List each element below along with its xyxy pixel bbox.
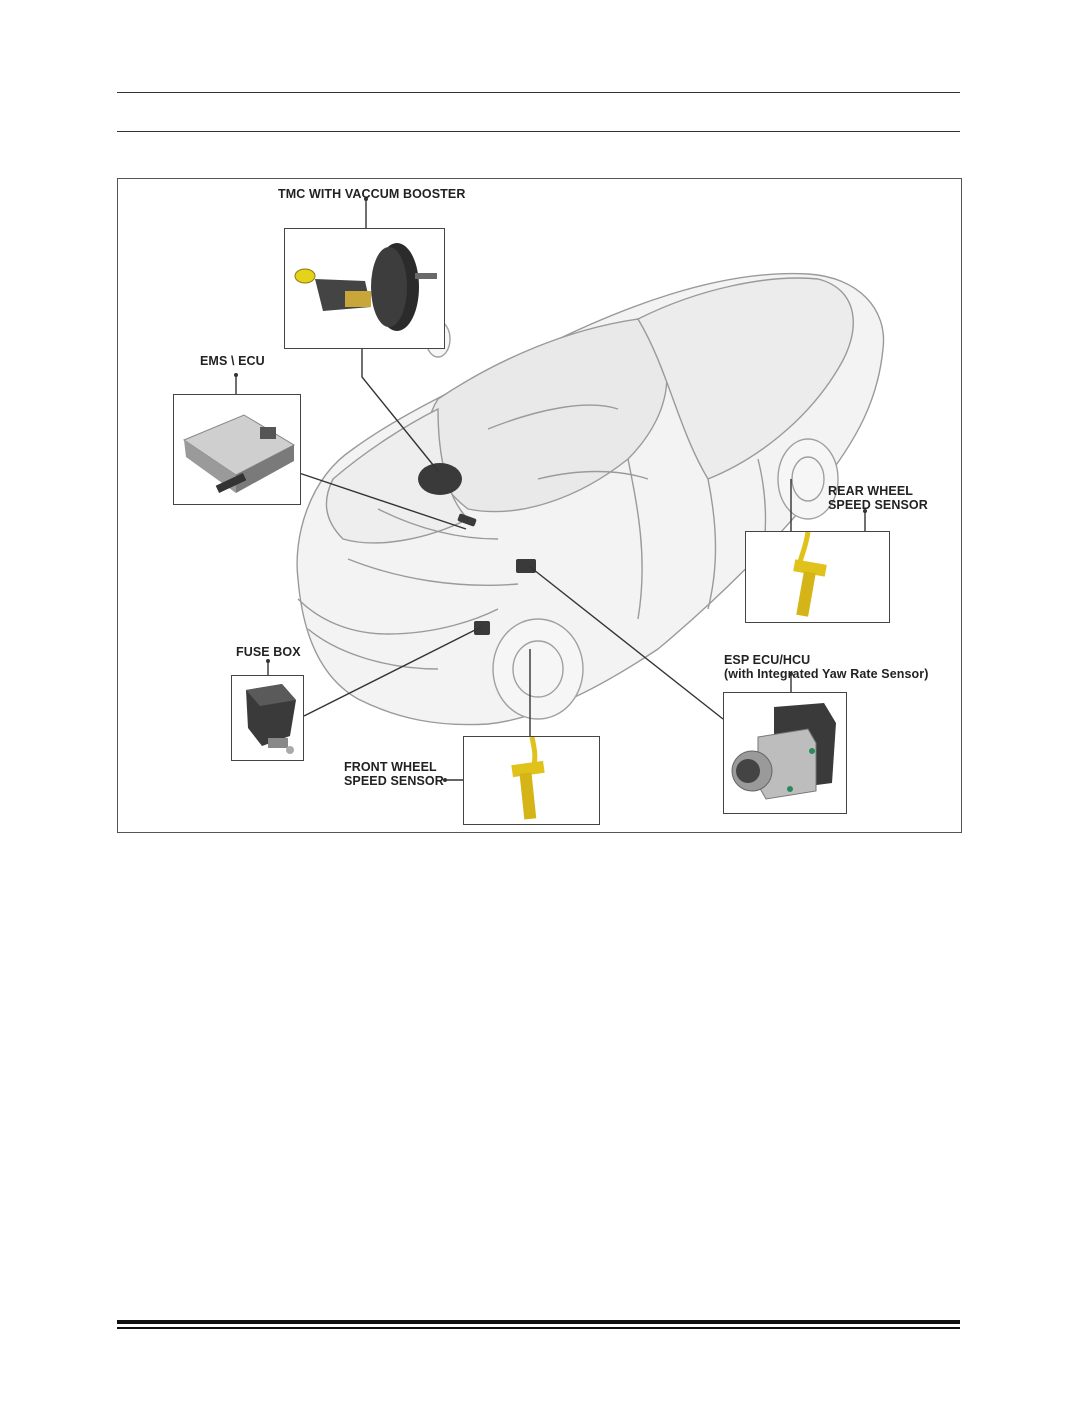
- header-rule-top: [117, 92, 960, 93]
- footer-rule-thick: [117, 1320, 960, 1324]
- rear-wheel-line2: SPEED SENSOR: [828, 498, 928, 512]
- ems-ecu-inset: [173, 394, 301, 505]
- front-wheel-speed-sensor-inset: [463, 736, 600, 825]
- esp-hcu-icon: [731, 703, 836, 800]
- esp-ecu-hcu-inset: [723, 692, 847, 814]
- front-sensor-icon: [511, 737, 545, 820]
- rear-wheel-speed-sensor-inset: [745, 531, 890, 623]
- callout-ems-label: EMS \ ECU: [200, 354, 265, 368]
- callout-fuse-box-label: FUSE BOX: [236, 645, 301, 659]
- esp-line2: (with Integrated Yaw Rate Sensor): [724, 667, 929, 681]
- vehicle-illustration: [234, 197, 885, 782]
- header-rule-bottom: [117, 131, 960, 132]
- footer-rule-thin: [117, 1327, 960, 1329]
- rear-wheel-line1: REAR WHEEL: [828, 484, 914, 498]
- ecu-module-icon: [182, 414, 296, 493]
- car-components: [418, 463, 536, 635]
- vacuum-booster-icon: [294, 243, 437, 331]
- callout-front-wheel-label: FRONT WHEEL SPEED SENSOR: [344, 760, 444, 788]
- callout-rear-wheel-label: REAR WHEEL SPEED SENSOR: [828, 484, 928, 512]
- tmc-vacuum-booster-inset: [284, 228, 445, 349]
- fuse-box-inset: [231, 675, 304, 761]
- rear-sensor-icon: [793, 532, 827, 617]
- esp-line1: ESP ECU/HCU: [724, 653, 811, 667]
- component-location-figure: TMC WITH VACCUM BOOSTER EMS \ ECU REAR W…: [117, 178, 962, 833]
- front-wheel-line1: FRONT WHEEL: [344, 760, 437, 774]
- leader-lines: [235, 199, 866, 781]
- callout-esp-label: ESP ECU/HCU (with Integrated Yaw Rate Se…: [724, 653, 929, 681]
- leader-dots: [234, 197, 867, 782]
- car-body: [296, 272, 885, 726]
- callout-tmc-label: TMC WITH VACCUM BOOSTER: [278, 187, 466, 201]
- fuse-box-icon: [246, 684, 296, 754]
- front-wheel-line2: SPEED SENSOR: [344, 774, 444, 788]
